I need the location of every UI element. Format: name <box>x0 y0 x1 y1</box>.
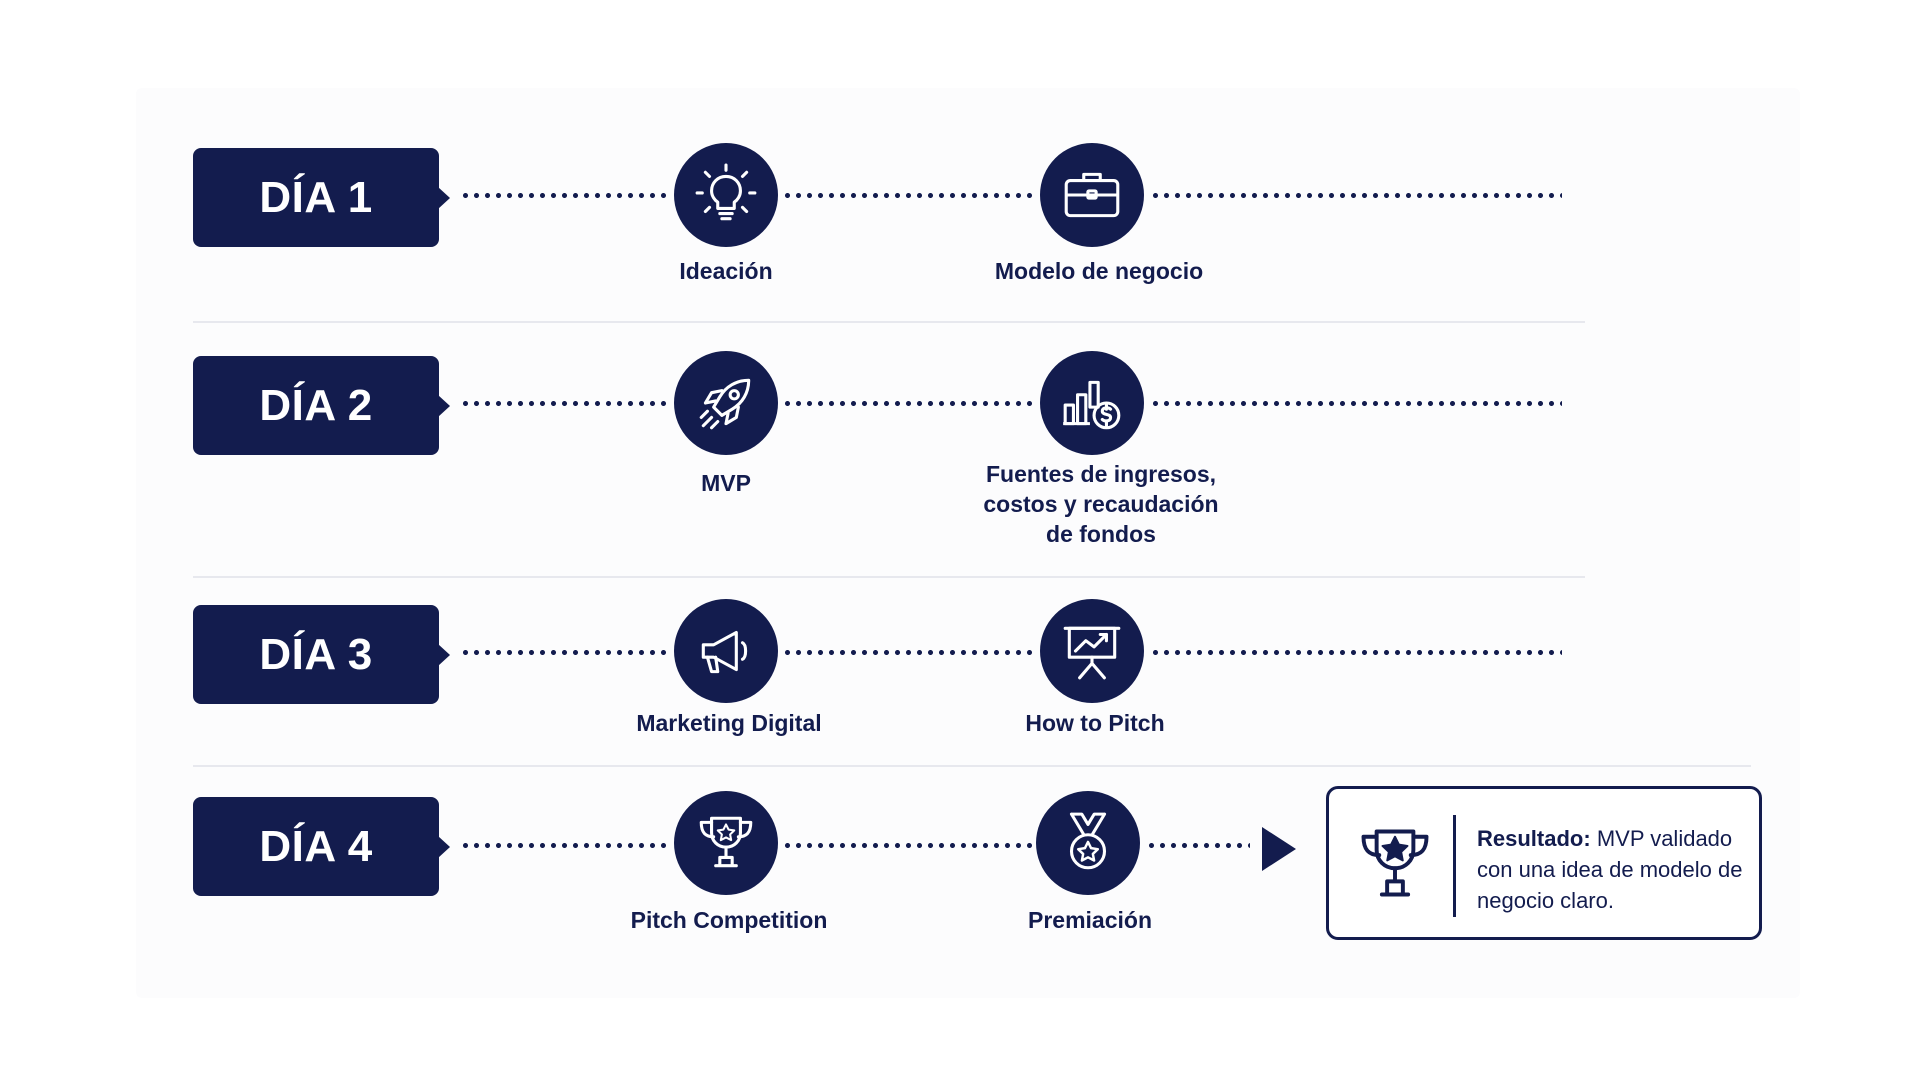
dotted-connector <box>460 650 672 655</box>
dotted-connector <box>782 401 1038 406</box>
dotted-connector <box>1146 843 1250 848</box>
day-badge-3: DÍA 3 <box>193 605 439 704</box>
step-circle-marketing <box>674 599 778 703</box>
step-circle-pitch-competition <box>674 791 778 895</box>
step-circle-premiacion <box>1036 791 1140 895</box>
day-badge-2: DÍA 2 <box>193 356 439 455</box>
rocket-icon <box>699 378 751 430</box>
day-badge-4: DÍA 4 <box>193 797 439 896</box>
step-circle-modelo <box>1040 143 1144 247</box>
step-label: Fuentes de ingresos, costos y recaudació… <box>983 461 1219 547</box>
bar-chart-dollar-icon <box>1063 380 1121 430</box>
result-separator <box>1453 815 1456 917</box>
dotted-connector <box>1150 193 1562 198</box>
row-divider <box>193 576 1585 578</box>
result-box: Resultado: MVP validado con una idea de … <box>1326 786 1762 940</box>
result-title: Resultado: <box>1477 826 1591 851</box>
trophy-icon <box>1361 829 1429 897</box>
row-divider <box>193 321 1585 323</box>
step-label: MVP <box>701 470 751 496</box>
step-circle-mvp <box>674 351 778 455</box>
step-circle-pitch <box>1040 599 1144 703</box>
dotted-connector <box>460 401 672 406</box>
row-divider <box>193 765 1751 767</box>
step-circle-fuentes <box>1040 351 1144 455</box>
dotted-connector <box>460 843 672 848</box>
trophy-star-icon <box>699 816 753 868</box>
dotted-connector <box>460 193 672 198</box>
step-circle-ideacion <box>674 143 778 247</box>
arrow-head <box>1262 827 1296 871</box>
lightbulb-icon <box>695 163 757 221</box>
dotted-connector <box>1150 650 1562 655</box>
dotted-connector <box>782 650 1038 655</box>
step-label: Modelo de negocio <box>994 258 1204 284</box>
dotted-connector <box>1150 401 1562 406</box>
medal-icon <box>1069 812 1107 870</box>
dotted-connector <box>782 193 1038 198</box>
day-badge-1: DÍA 1 <box>193 148 439 247</box>
step-label: Pitch Competition <box>630 907 828 933</box>
step-label: Marketing Digital <box>636 710 822 736</box>
presentation-board-icon <box>1063 626 1121 680</box>
step-label: Ideación <box>679 258 773 284</box>
result-description: MVP validado con una idea de modelo de n… <box>1477 826 1743 913</box>
step-label: Premiación <box>1028 907 1152 933</box>
briefcase-icon <box>1064 172 1120 218</box>
step-label: How to Pitch <box>1025 710 1165 736</box>
dotted-connector <box>782 843 1032 848</box>
result-text: Resultado: MVP validado con una idea de … <box>1477 823 1747 916</box>
megaphone-icon <box>701 630 748 674</box>
